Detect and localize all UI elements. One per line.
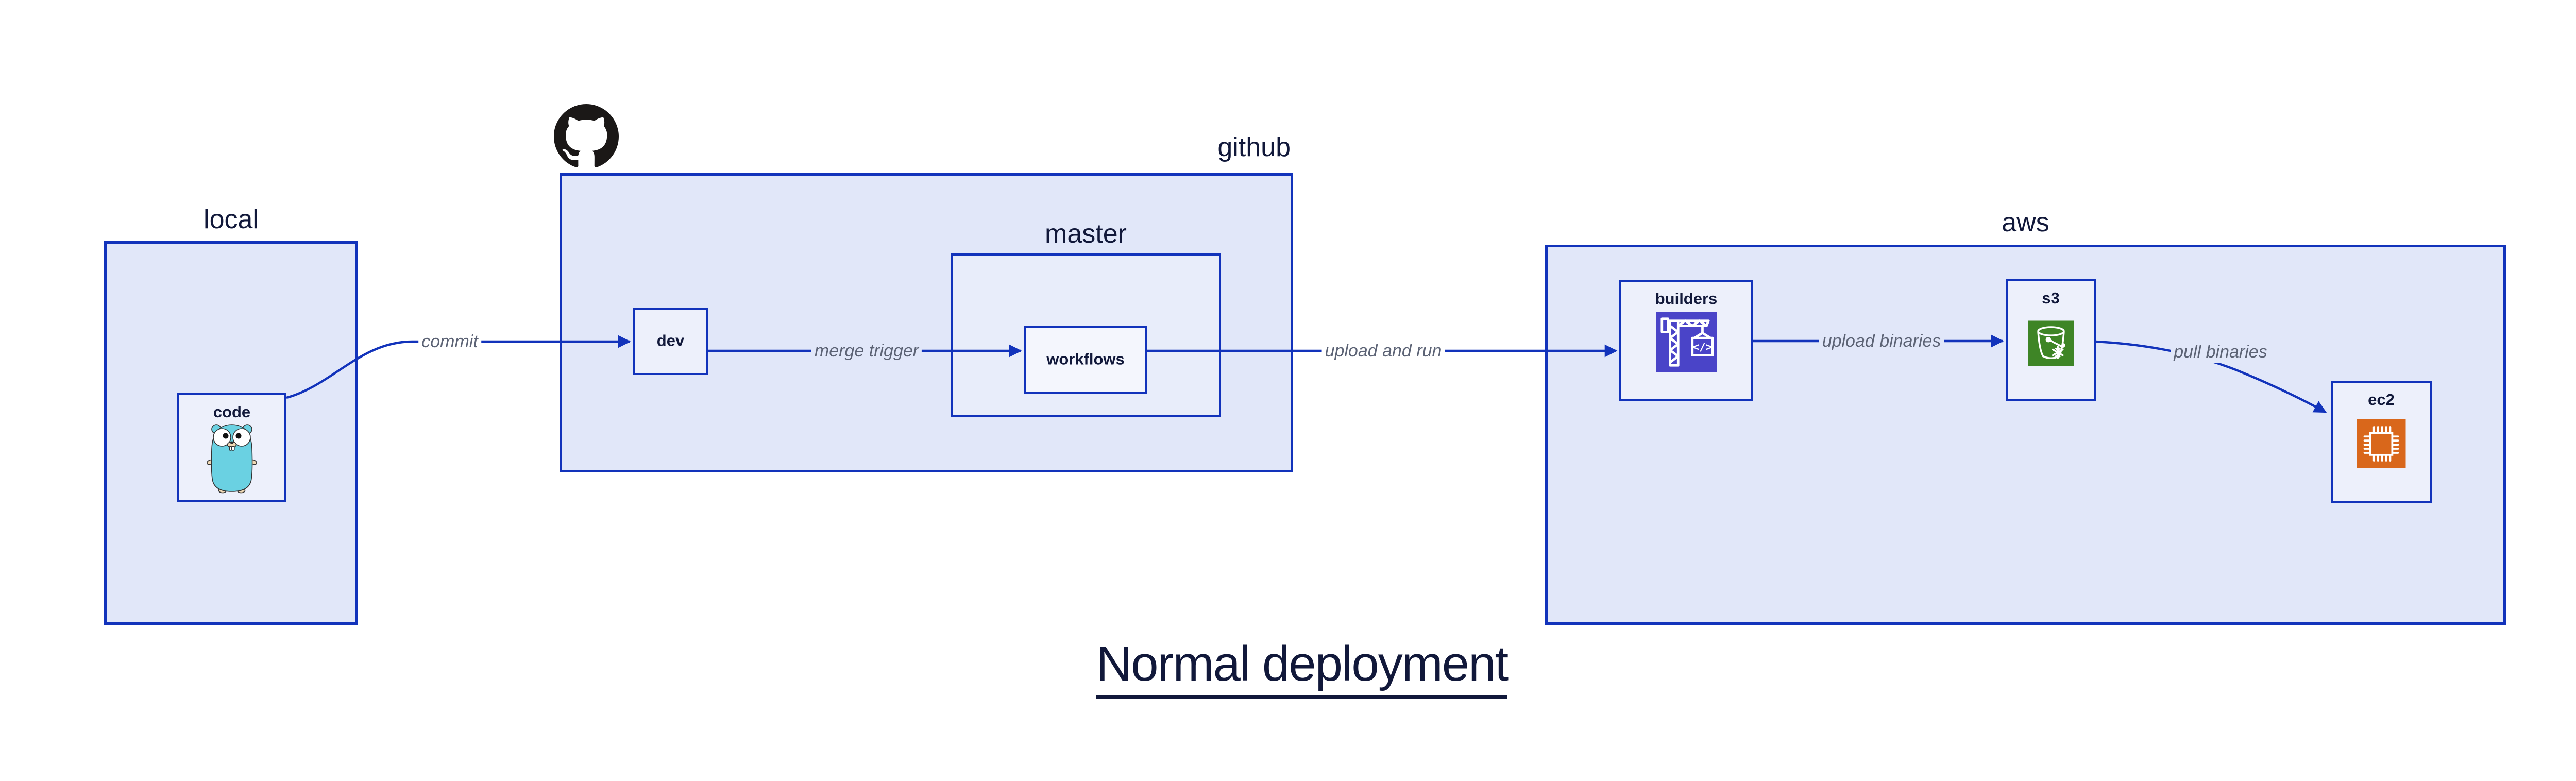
- edge-label-upload-and-run: upload and run: [1321, 340, 1445, 362]
- node-ec2: ec2: [2331, 381, 2432, 503]
- edge-label-merge-trigger: merge trigger: [811, 340, 922, 362]
- node-dev: dev: [633, 308, 708, 375]
- group-label-master: master: [1045, 219, 1127, 249]
- s3-glacier-bucket-icon: [2028, 320, 2074, 366]
- diagram-title-text: Normal deployment: [1096, 636, 1509, 699]
- go-gopher-icon: [206, 424, 258, 494]
- codebuild-crane-icon: </>: [1656, 312, 1717, 372]
- node-label-ec2: ec2: [2368, 390, 2395, 409]
- node-workflows: workflows: [1024, 326, 1147, 394]
- group-label-aws: aws: [2002, 208, 2049, 237]
- edge-label-pull-binaries: pull binaries: [2171, 341, 2270, 363]
- node-label-s3: s3: [2042, 289, 2060, 307]
- group-label-github: github: [1217, 132, 1291, 162]
- node-label-builders: builders: [1655, 290, 1718, 308]
- edge-label-upload-binaries: upload binaries: [1819, 330, 1944, 352]
- node-label-dev: dev: [656, 331, 685, 350]
- edge-label-commit: commit: [418, 331, 481, 352]
- svg-text:</>: </>: [1692, 341, 1713, 354]
- node-label-code: code: [213, 403, 251, 421]
- node-s3: s3: [2006, 279, 2096, 401]
- group-label-local: local: [204, 205, 259, 234]
- node-label-workflows: workflows: [1046, 350, 1125, 368]
- diagram-title: Normal deployment: [993, 636, 1611, 699]
- ec2-chip-icon: [2357, 419, 2406, 468]
- node-builders: builders </>: [1619, 280, 1753, 401]
- node-code: code: [177, 393, 286, 502]
- github-logo-icon: [554, 104, 619, 167]
